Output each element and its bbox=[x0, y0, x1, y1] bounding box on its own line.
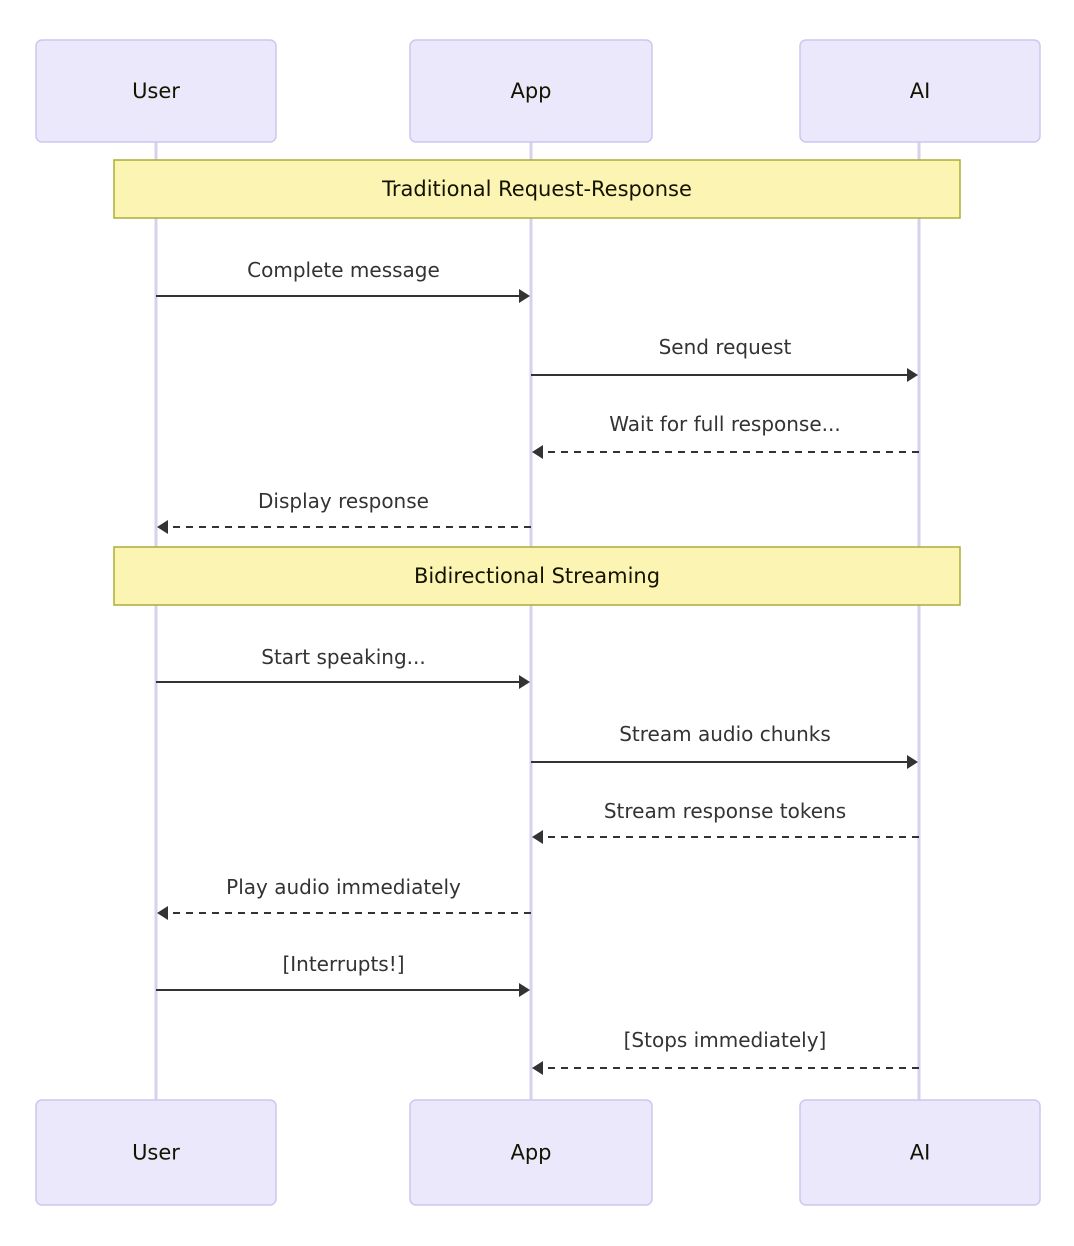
participant-app-bottom-label: App bbox=[510, 1141, 551, 1165]
msg-stops-immediately-arrowhead-icon bbox=[532, 1061, 543, 1075]
msg-stops-immediately: [Stops immediately] bbox=[532, 1028, 919, 1075]
note-traditional: Traditional Request-Response bbox=[113, 159, 961, 219]
msg-stream-audio-chunks-arrowhead-icon bbox=[907, 755, 918, 769]
msg-play-audio-immediately: Play audio immediately bbox=[157, 875, 531, 920]
participant-user-bottom-label: User bbox=[132, 1141, 180, 1165]
msg-start-speaking-arrowhead-icon bbox=[519, 675, 530, 689]
msg-display-response: Display response bbox=[157, 489, 531, 534]
notes-layer: Traditional Request-ResponseBidirectiona… bbox=[113, 159, 961, 606]
msg-wait-full-response-arrowhead-icon bbox=[532, 445, 543, 459]
participant-user-bottom-box[interactable] bbox=[35, 1099, 277, 1206]
note-traditional-label: Traditional Request-Response bbox=[381, 177, 692, 201]
msg-play-audio-immediately-label: Play audio immediately bbox=[226, 875, 461, 899]
msg-stops-immediately-label: [Stops immediately] bbox=[624, 1028, 827, 1052]
participant-ai-top-box[interactable] bbox=[799, 39, 1041, 143]
participant-ai-bottom[interactable]: AI bbox=[799, 1099, 1041, 1206]
participant-user-bottom[interactable]: User bbox=[35, 1099, 277, 1206]
msg-start-speaking: Start speaking... bbox=[156, 645, 530, 689]
msg-stream-audio-chunks-label: Stream audio chunks bbox=[619, 722, 831, 746]
msg-start-speaking-label: Start speaking... bbox=[261, 645, 425, 669]
participant-ai-bottom-label: AI bbox=[910, 1141, 931, 1165]
participant-ai-top-label: AI bbox=[910, 79, 931, 103]
msg-interrupts-arrowhead-icon bbox=[519, 983, 530, 997]
msg-complete-message: Complete message bbox=[156, 258, 530, 303]
msg-interrupts-label: [Interrupts!] bbox=[282, 952, 404, 976]
lifelines-layer bbox=[154, 142, 921, 1100]
msg-stream-audio-chunks: Stream audio chunks bbox=[531, 722, 918, 769]
msg-wait-full-response: Wait for full response... bbox=[532, 412, 919, 459]
participant-app-top-box[interactable] bbox=[409, 39, 653, 143]
note-traditional-box bbox=[113, 159, 961, 219]
participant-app-top[interactable]: App bbox=[409, 39, 653, 143]
note-streaming-box bbox=[113, 546, 961, 606]
note-streaming: Bidirectional Streaming bbox=[113, 546, 961, 606]
participant-user-top-box[interactable] bbox=[35, 39, 277, 143]
msg-complete-message-label: Complete message bbox=[247, 258, 440, 282]
msg-display-response-label: Display response bbox=[258, 489, 429, 513]
participant-ai-bottom-box[interactable] bbox=[799, 1099, 1041, 1206]
msg-interrupts: [Interrupts!] bbox=[156, 952, 530, 997]
participant-app-top-label: App bbox=[510, 79, 551, 103]
msg-send-request-arrowhead-icon bbox=[907, 368, 918, 382]
msg-send-request-label: Send request bbox=[659, 335, 792, 359]
participant-app-bottom-box[interactable] bbox=[409, 1099, 653, 1206]
participant-app-bottom[interactable]: App bbox=[409, 1099, 653, 1206]
msg-stream-response-tokens: Stream response tokens bbox=[532, 799, 919, 844]
participant-user-top-label: User bbox=[132, 79, 180, 103]
msg-send-request: Send request bbox=[531, 335, 918, 382]
msg-display-response-arrowhead-icon bbox=[157, 520, 168, 534]
msg-play-audio-immediately-arrowhead-icon bbox=[157, 906, 168, 920]
participant-ai-top[interactable]: AI bbox=[799, 39, 1041, 143]
msg-stream-response-tokens-arrowhead-icon bbox=[532, 830, 543, 844]
msg-stream-response-tokens-label: Stream response tokens bbox=[604, 799, 846, 823]
msg-wait-full-response-label: Wait for full response... bbox=[609, 412, 840, 436]
note-streaming-label: Bidirectional Streaming bbox=[414, 564, 660, 588]
participant-user-top[interactable]: User bbox=[35, 39, 277, 143]
msg-complete-message-arrowhead-icon bbox=[519, 289, 530, 303]
